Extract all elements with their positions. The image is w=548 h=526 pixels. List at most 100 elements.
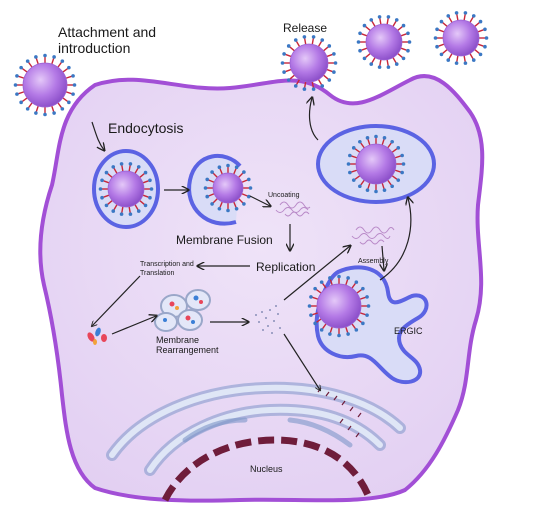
spike-tip xyxy=(337,274,341,279)
spike-tip xyxy=(406,48,410,53)
spike-tip xyxy=(483,44,487,49)
spike-tip xyxy=(354,280,359,284)
spike-tip xyxy=(396,178,401,182)
spike-tip xyxy=(332,70,336,74)
spike-tip xyxy=(309,295,313,299)
spike-tip xyxy=(43,112,47,117)
spike-tip xyxy=(396,146,401,150)
spike-tip xyxy=(128,212,133,216)
spike-tip xyxy=(365,136,370,140)
spike-tip xyxy=(210,170,214,174)
spike-tip xyxy=(327,78,332,82)
spike-tip xyxy=(471,14,476,18)
spike-tip xyxy=(484,36,489,40)
virion-icon xyxy=(203,163,253,213)
spike-tip xyxy=(386,65,391,69)
spike-tip xyxy=(400,170,404,175)
spike-tip xyxy=(348,170,352,175)
spike-tip xyxy=(390,184,394,189)
spike-tip xyxy=(328,276,332,280)
spike-tip xyxy=(311,35,316,39)
virion-icon xyxy=(433,11,489,65)
virion-core xyxy=(365,23,403,61)
spike-tip xyxy=(100,178,104,183)
spike-tip xyxy=(406,31,410,36)
spike-tip xyxy=(246,194,251,199)
virion-core xyxy=(212,172,244,204)
spike-tip xyxy=(463,11,468,15)
spike-tip xyxy=(60,59,65,63)
spike-tip xyxy=(307,304,312,308)
assembly-label: Assembly xyxy=(358,258,389,265)
virion-icon xyxy=(98,162,154,216)
spike-tip xyxy=(248,186,253,190)
spike-tip xyxy=(401,56,406,61)
transcription-label: Transcription and xyxy=(140,261,194,268)
spike-tip xyxy=(25,59,30,63)
spike-tip xyxy=(394,18,399,22)
spike-tip xyxy=(19,100,23,105)
virion-core xyxy=(442,19,480,57)
virion-icon xyxy=(280,35,338,91)
spike-tip xyxy=(67,65,71,70)
spike-tip xyxy=(369,18,374,22)
spike-tip xyxy=(119,162,124,166)
spike-tip xyxy=(365,188,370,192)
spike-tip xyxy=(374,189,378,194)
spike-tip xyxy=(358,139,362,144)
spike-tip xyxy=(313,321,317,326)
spike-tip xyxy=(67,100,71,105)
spike-tip xyxy=(454,11,459,15)
protein-fragments-icon xyxy=(255,305,281,334)
spike-tip xyxy=(483,27,487,32)
spike-tip xyxy=(320,38,325,42)
spike-tip xyxy=(52,55,56,59)
spike-tip xyxy=(478,52,483,57)
virion-core xyxy=(289,43,329,83)
spike-tip xyxy=(386,15,391,19)
spike-tip xyxy=(319,280,324,284)
spike-tip xyxy=(446,58,451,62)
spike-tip xyxy=(210,202,214,206)
spike-tip xyxy=(346,332,350,336)
nucleus-envelope xyxy=(161,436,374,502)
virion-core xyxy=(316,283,362,329)
spike-tip xyxy=(319,328,324,332)
membrane-rearrangement-label: Membrane xyxy=(156,335,199,345)
spike-tip xyxy=(327,44,332,48)
spike-tip xyxy=(377,15,382,19)
spike-tip xyxy=(382,188,387,192)
spike-tip xyxy=(98,187,103,191)
spike-tip xyxy=(358,184,362,189)
spike-tip xyxy=(25,107,30,111)
spike-tip xyxy=(60,107,65,111)
spike-tip xyxy=(119,212,124,216)
spike-tip xyxy=(143,203,148,208)
spike-tip xyxy=(104,170,109,175)
virion-icon xyxy=(356,15,412,69)
spike-tip xyxy=(242,202,246,206)
attachment-label: Attachment and xyxy=(58,24,156,40)
spike-tip xyxy=(390,139,394,144)
release-label: Release xyxy=(283,21,327,35)
spike-tip xyxy=(15,74,19,78)
spike-tip xyxy=(217,165,222,170)
replication-label: Replication xyxy=(256,260,315,274)
spike-tip xyxy=(346,276,350,280)
attachment-label-2: introduction xyxy=(58,40,130,56)
spike-tip xyxy=(433,36,438,40)
nucleus-label: Nucleus xyxy=(250,464,283,474)
spike-tip xyxy=(369,62,374,66)
spike-tip xyxy=(149,187,154,191)
spike-tip xyxy=(72,83,77,87)
virion-icon xyxy=(346,134,406,194)
spike-tip xyxy=(358,31,362,36)
spike-tip xyxy=(111,209,116,213)
virions-layer xyxy=(13,11,489,338)
spike-tip xyxy=(365,313,369,317)
spike-tip xyxy=(358,48,362,53)
spike-tip xyxy=(293,84,298,88)
spike-tip xyxy=(435,27,439,32)
rna-coil-icon xyxy=(275,201,311,217)
spike-tip xyxy=(226,208,230,213)
